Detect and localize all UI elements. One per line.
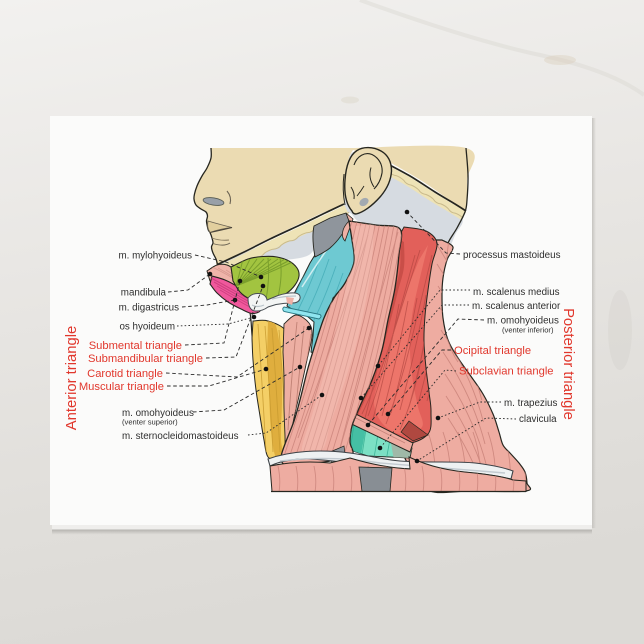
svg-text:processus mastoideus: processus mastoideus bbox=[463, 250, 561, 261]
svg-text:mandibula: mandibula bbox=[121, 288, 167, 299]
svg-text:m. trapezius: m. trapezius bbox=[504, 398, 557, 409]
svg-text:(venter superior): (venter superior) bbox=[122, 418, 178, 427]
svg-text:m. mylohyoideus: m. mylohyoideus bbox=[118, 251, 192, 262]
svg-text:Carotid triangle: Carotid triangle bbox=[87, 368, 163, 380]
svg-text:m. scalenus anterior: m. scalenus anterior bbox=[472, 301, 561, 312]
svg-text:m. scalenus medius: m. scalenus medius bbox=[473, 287, 560, 298]
svg-text:Submental triangle: Submental triangle bbox=[89, 340, 182, 352]
svg-text:Ocipital triangle: Ocipital triangle bbox=[454, 345, 531, 357]
svg-text:Posterior triangle: Posterior triangle bbox=[560, 308, 576, 420]
svg-text:Anterior triangle: Anterior triangle bbox=[64, 326, 80, 430]
svg-text:(venter inferior): (venter inferior) bbox=[502, 326, 554, 335]
svg-text:Submandibular triangle: Submandibular triangle bbox=[88, 353, 203, 365]
svg-text:m. omohyoideus: m. omohyoideus bbox=[487, 316, 559, 327]
svg-text:m. digastricus: m. digastricus bbox=[119, 303, 180, 314]
svg-text:clavicula: clavicula bbox=[519, 414, 557, 425]
svg-text:os hyoideum: os hyoideum bbox=[119, 322, 175, 333]
svg-text:Muscular triangle: Muscular triangle bbox=[79, 381, 164, 393]
svg-text:m. sternocleidomastoideus: m. sternocleidomastoideus bbox=[122, 431, 239, 442]
svg-text:Subclavian triangle: Subclavian triangle bbox=[459, 366, 554, 378]
svg-text:m. omohyoideus: m. omohyoideus bbox=[122, 408, 194, 419]
